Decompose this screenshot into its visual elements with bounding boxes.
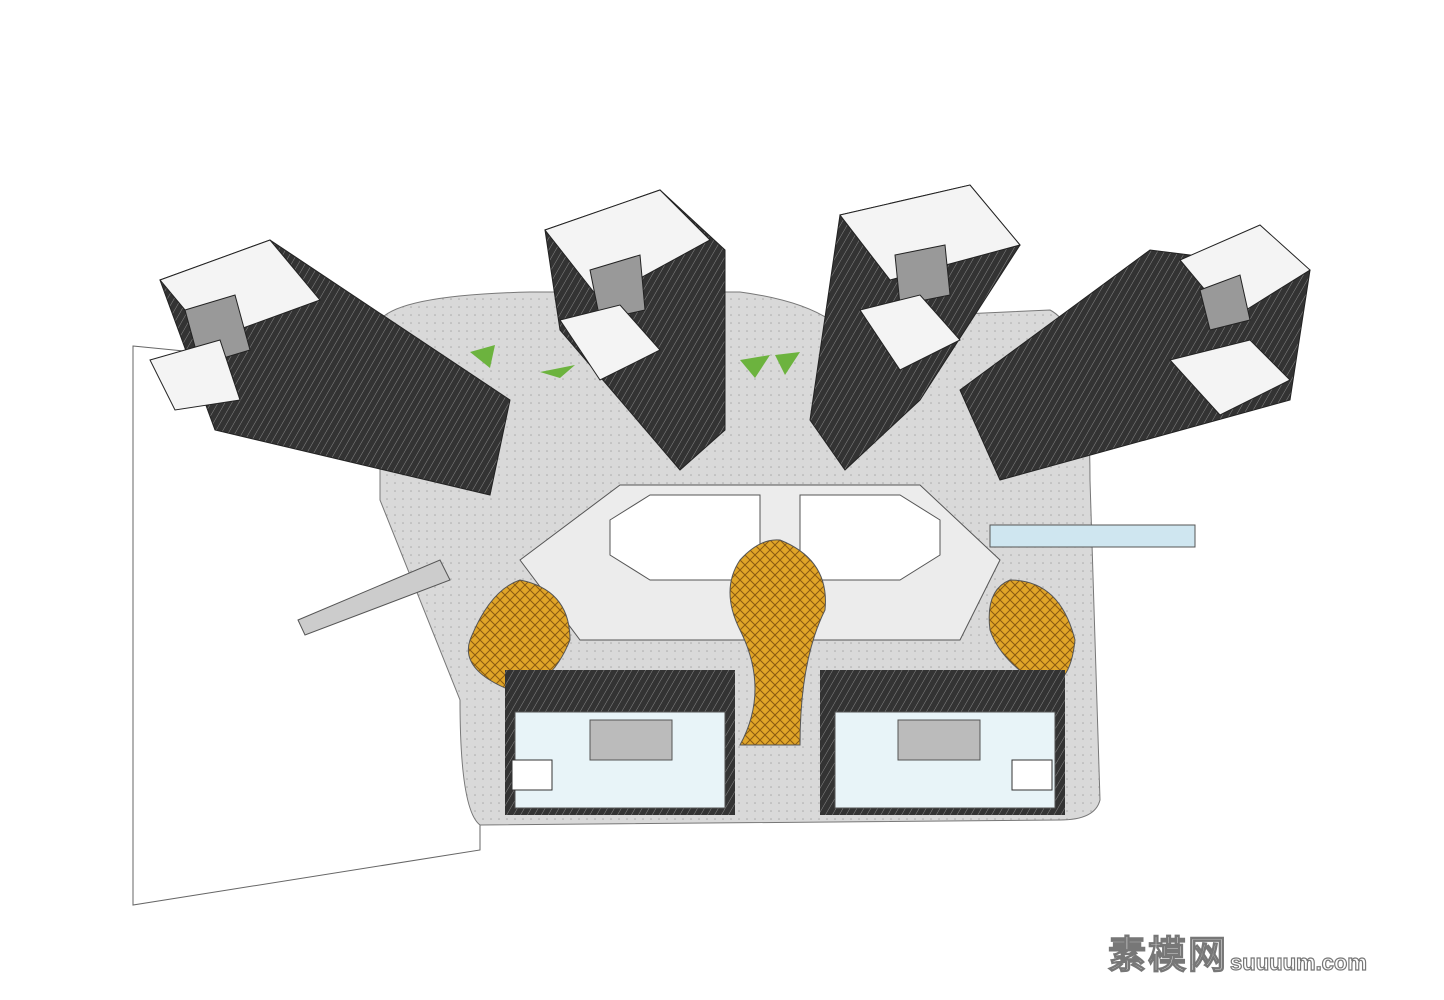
tower-4: [959, 224, 1311, 481]
footbridge-right: [989, 524, 1196, 548]
tower-1: [149, 239, 511, 496]
watermark-chinese: 素模网: [1107, 932, 1229, 977]
watermark-domain: suuuum.com: [1229, 949, 1367, 975]
watermark: 素模网 suuuum.com: [1107, 924, 1367, 979]
lawn: [470, 345, 495, 368]
lawn: [740, 355, 770, 378]
tower-3: [809, 184, 1021, 471]
tower-2: [544, 189, 726, 471]
podium-building-left: [505, 670, 735, 815]
courtyard-right: [799, 494, 941, 581]
lawn: [775, 352, 800, 375]
lawn: [540, 365, 575, 378]
podium-building-right: [820, 670, 1065, 815]
canopy-center: [729, 539, 826, 746]
footbridge-left: [297, 559, 451, 636]
